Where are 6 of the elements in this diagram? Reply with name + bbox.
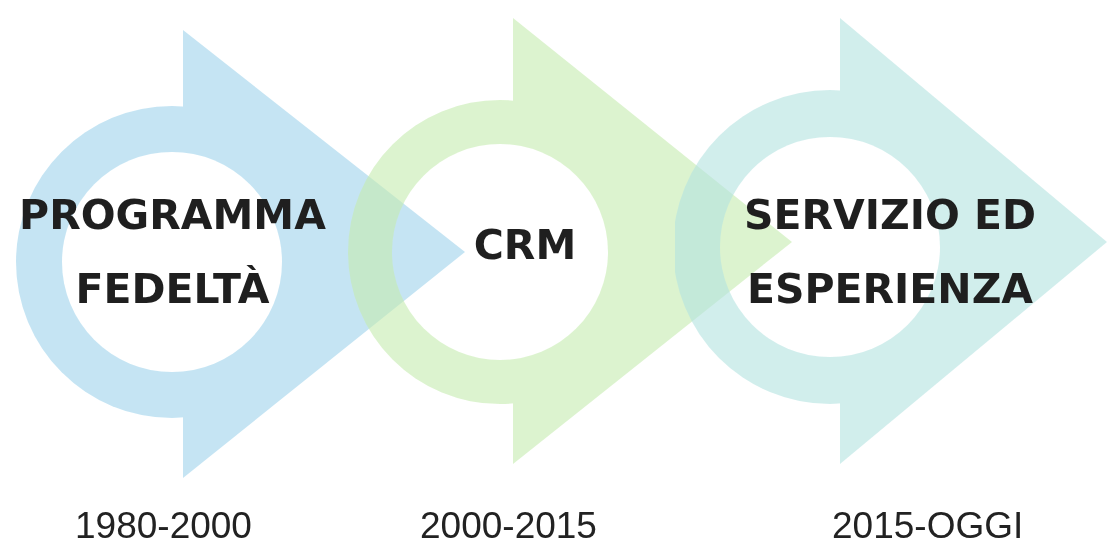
year-range: 1980-2000: [75, 505, 252, 547]
year-range: 2015-OGGI: [832, 505, 1024, 547]
stage-title: PROGRAMMA FEDELTÀ: [18, 190, 327, 315]
year-range: 2000-2015: [420, 505, 597, 547]
stage-title: CRM: [472, 220, 578, 271]
stage-title: SERVIZIO ED ESPERIENZA: [742, 190, 1038, 315]
